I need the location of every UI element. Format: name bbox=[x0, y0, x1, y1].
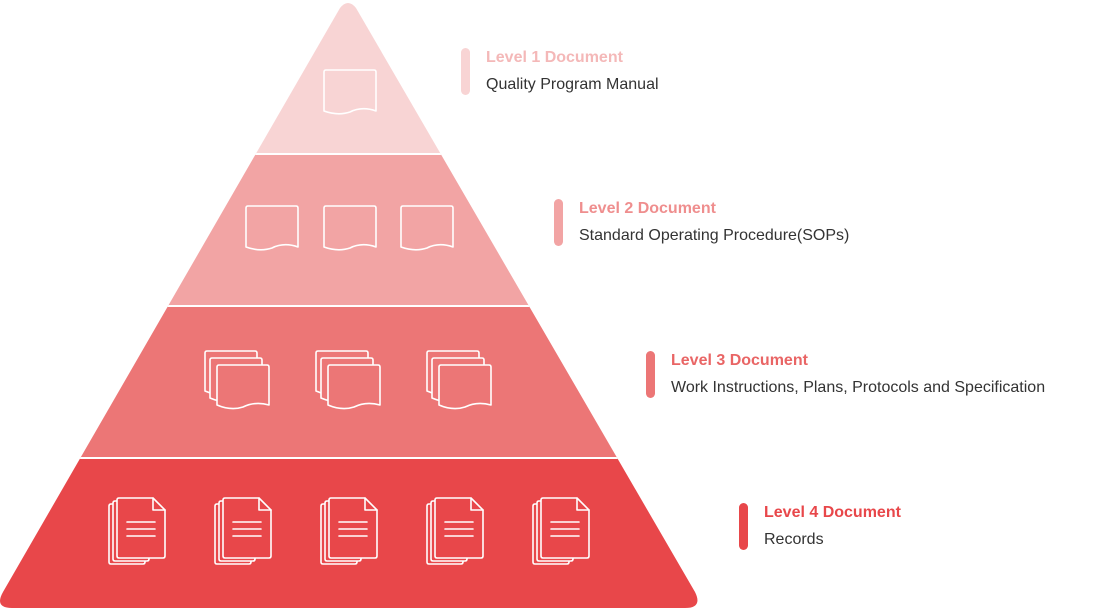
level-2-title: Level 2 Document bbox=[579, 200, 716, 217]
level-3-label: Level 3 Document Work Instructions, Plan… bbox=[646, 351, 1045, 398]
level-2-marker bbox=[554, 199, 563, 246]
document-icon bbox=[400, 205, 454, 251]
level-4-description: Records bbox=[764, 531, 824, 548]
level-4-label: Level 4 Document Records bbox=[739, 503, 901, 550]
document-icon bbox=[323, 205, 377, 251]
record-file-icon bbox=[426, 497, 484, 565]
level-2-label: Level 2 Document Standard Operating Proc… bbox=[554, 199, 849, 246]
document-icon bbox=[323, 69, 377, 115]
pyramid-level-2 bbox=[0, 154, 698, 306]
record-file-icon bbox=[532, 497, 590, 565]
record-file-icon bbox=[214, 497, 272, 565]
level-3-title: Level 3 Document bbox=[671, 352, 808, 369]
level-4-title: Level 4 Document bbox=[764, 504, 901, 521]
level-1-description: Quality Program Manual bbox=[486, 76, 659, 93]
level-1-label: Level 1 Document Quality Program Manual bbox=[461, 48, 659, 95]
level-2-description: Standard Operating Procedure(SOPs) bbox=[579, 227, 850, 244]
level-1-title: Level 1 Document bbox=[486, 49, 623, 66]
record-file-icon bbox=[108, 497, 166, 565]
level-3-marker bbox=[646, 351, 655, 398]
document-stack-icon bbox=[204, 350, 270, 410]
document-icon bbox=[245, 205, 299, 251]
level-4-marker bbox=[739, 503, 748, 550]
document-stack-icon bbox=[426, 350, 492, 410]
document-stack-icon bbox=[315, 350, 381, 410]
level-1-marker bbox=[461, 48, 470, 95]
record-file-icon bbox=[320, 497, 378, 565]
level-3-description: Work Instructions, Plans, Protocols and … bbox=[671, 379, 1046, 396]
